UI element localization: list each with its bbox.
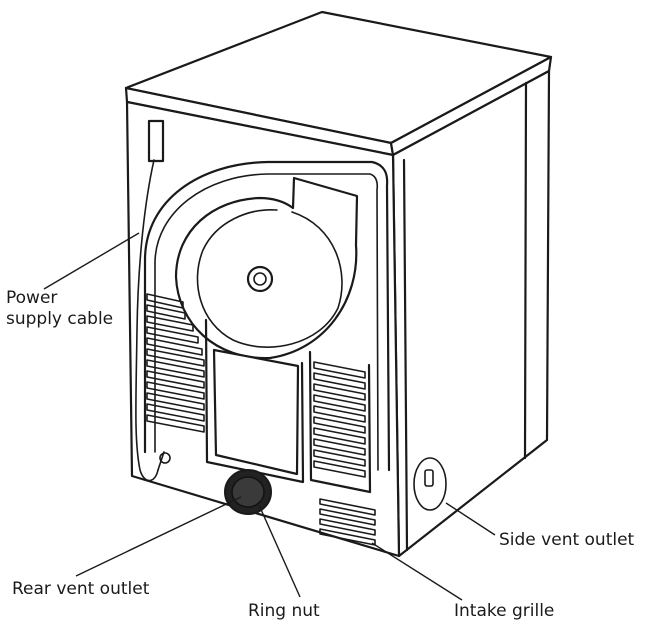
fan-hub	[246, 265, 274, 293]
dryer-top	[124, 10, 553, 157]
leader-lines	[43, 232, 496, 601]
right-vent-grille	[308, 350, 372, 494]
cable-clip	[147, 119, 165, 163]
ring-nut-label: Ring nut	[248, 601, 320, 621]
power-supply-cable-label: Power supply cable	[6, 288, 113, 330]
intake-grille	[319, 498, 376, 546]
back-plate	[212, 348, 300, 476]
power-label-line2: supply cable	[6, 309, 114, 329]
rear-vent-outlet	[224, 469, 272, 515]
rear-vent-outlet-label: Rear vent outlet	[12, 579, 150, 599]
side-vent-outlet-label: Side vent outlet	[499, 530, 635, 550]
power-label-line1: Power	[6, 288, 58, 308]
power-supply-cable	[135, 159, 159, 482]
dryer-side-panel	[391, 69, 551, 558]
side-vent-outlet	[413, 457, 447, 511]
left-vent-grille	[146, 293, 205, 433]
intake-grille-label: Intake grille	[454, 601, 555, 621]
dryer-back-panel	[125, 100, 401, 558]
